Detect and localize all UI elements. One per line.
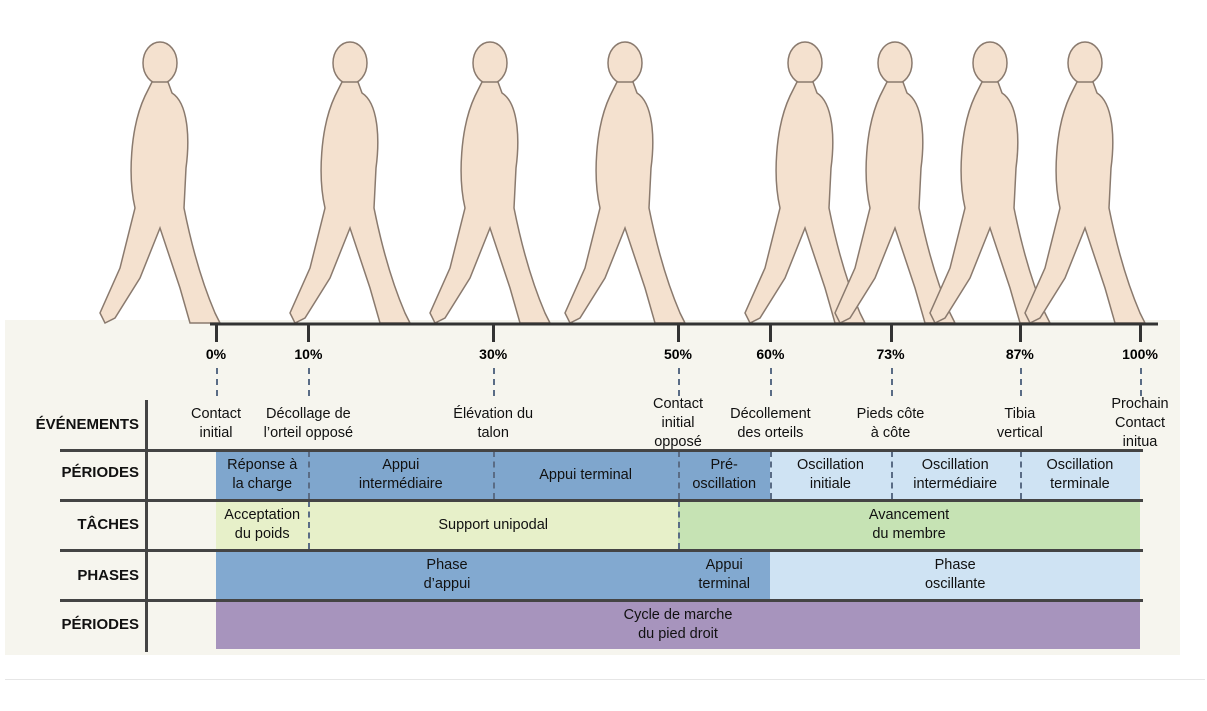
dashed-divider [308, 451, 311, 499]
dashed-divider [678, 501, 680, 549]
row-divider [60, 549, 1143, 552]
segment: Acceptation du poids [216, 501, 309, 549]
row-divider [60, 599, 1143, 602]
row-divider [60, 499, 1143, 502]
dashed-divider [493, 451, 496, 499]
figure [834, 41, 956, 324]
event-label: Décollage de l’orteil opposé [263, 406, 354, 441]
segment: Support unipodal [308, 501, 678, 549]
dashed-divider [770, 451, 773, 499]
event-label: Prochain Contact initua [1111, 396, 1169, 450]
row-label-cycle: PÉRIODES [61, 616, 139, 633]
event-dashed-line [890, 368, 893, 396]
tick-mark [492, 324, 496, 342]
event-label: Élévation du talon [453, 406, 534, 441]
event-label: Pieds côte à côte [856, 406, 925, 441]
figure [929, 41, 1051, 324]
percent-tick-label: 60% [756, 346, 785, 362]
event-dashed-line [770, 368, 773, 396]
segment: Appui intermédiaire [308, 451, 494, 499]
row-label-events: ÉVÉNEMENTS [35, 416, 139, 433]
tick-mark [307, 324, 311, 342]
walking-figures [99, 41, 1158, 326]
tick-mark [889, 324, 893, 342]
event-dashed-line [216, 368, 218, 396]
event-dashed-line [493, 368, 496, 396]
row-label-periods: PÉRIODES [61, 464, 139, 481]
segment: Avancement du membre [678, 501, 1140, 549]
dashed-divider [678, 451, 680, 499]
percent-tick-label: 100% [1122, 346, 1158, 362]
figure [744, 41, 866, 324]
percent-tick-label: 50% [663, 346, 693, 362]
event-dashed-line [678, 368, 680, 396]
segment: Oscillation terminale [1019, 451, 1140, 499]
segment: Oscillation intermédiaire [890, 451, 1020, 499]
segment: Cycle de marche du pied droit [216, 601, 1140, 649]
dashed-divider [890, 451, 893, 499]
percent-tick-label: 87% [1005, 346, 1034, 362]
segment: Appui terminal [493, 451, 678, 499]
event-label: Contact initial opposé [653, 396, 703, 450]
bottom-rule [5, 679, 1205, 680]
tick-mark [1018, 324, 1022, 342]
tick-mark [677, 324, 680, 342]
segment: Appui terminal [678, 551, 771, 599]
figure [99, 41, 221, 324]
segment: Oscillation initiale [770, 451, 891, 499]
figure [564, 41, 686, 324]
percent-tick-label: 73% [876, 346, 905, 362]
segment: Phase d’appui [216, 551, 678, 599]
row-divider [60, 449, 1143, 452]
tick-mark [769, 324, 773, 342]
event-dashed-line [1019, 368, 1022, 396]
row-label-tasks: TÂCHES [77, 516, 139, 533]
event-dashed-line [1140, 368, 1142, 396]
figure [1024, 41, 1146, 324]
event-label: Tibia vertical [996, 406, 1043, 441]
tick-mark [1139, 324, 1142, 342]
event-label: Décollement des orteils [730, 406, 811, 441]
segment: Pré- oscillation [678, 451, 771, 499]
label-divider [145, 400, 148, 652]
figure [429, 41, 551, 324]
percent-tick-label: 30% [479, 346, 508, 362]
percent-tick-label: 10% [294, 346, 323, 362]
event-label: Contact initial [191, 406, 241, 441]
segment: Phase oscillante [770, 551, 1140, 599]
segment: Réponse à la charge [216, 451, 309, 499]
row-label-phases: PHASES [77, 567, 139, 584]
percent-tick-label: 0% [205, 346, 227, 362]
dashed-divider [308, 501, 311, 549]
tick-mark [215, 324, 218, 342]
dashed-divider [1019, 451, 1022, 499]
figure [289, 41, 411, 324]
event-dashed-line [308, 368, 311, 396]
